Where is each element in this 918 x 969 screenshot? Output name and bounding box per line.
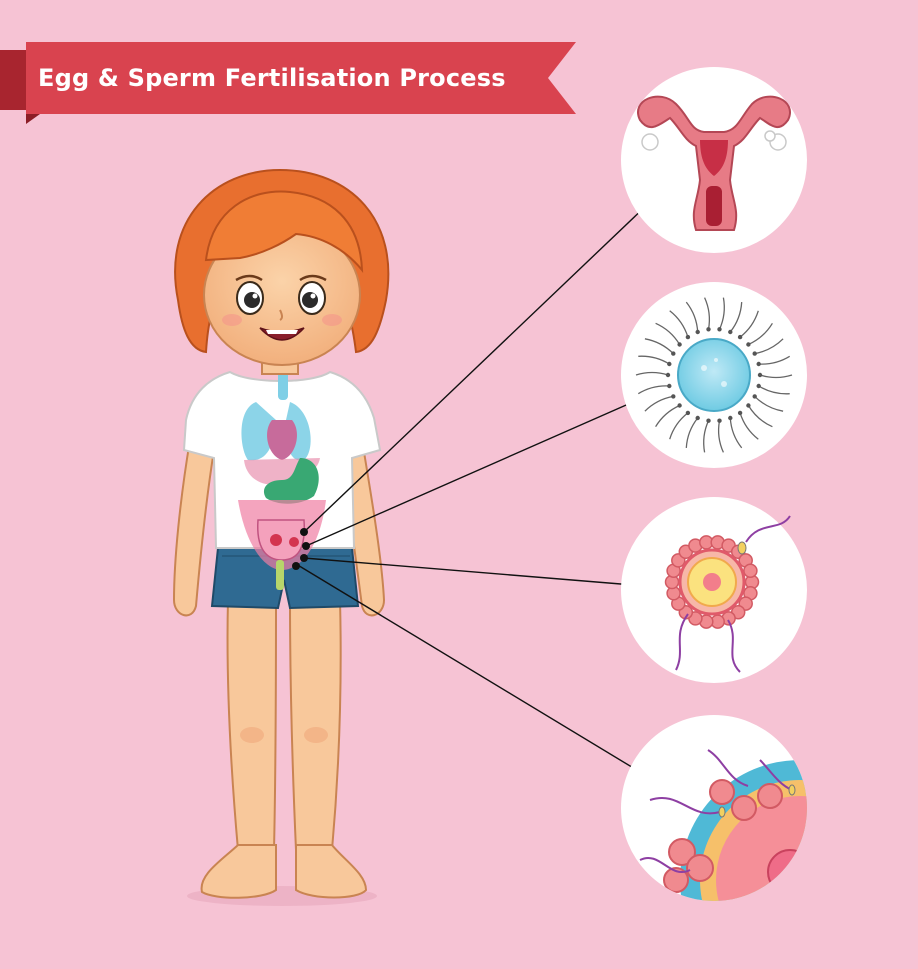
sperm-tail: [635, 371, 669, 376]
sperm-head: [685, 410, 691, 416]
sperm-head: [728, 329, 733, 335]
legs: [200, 599, 368, 899]
sperm-tail: [637, 385, 670, 395]
internal-organs: [238, 360, 326, 590]
sperm-head: [746, 342, 751, 347]
sperm-head: [737, 334, 743, 340]
sperm-tail: [669, 310, 689, 338]
sperm-head: [667, 383, 672, 389]
sperm-tail: [718, 297, 725, 330]
sperm-tail: [669, 412, 689, 440]
leader-line-uterus: [303, 201, 651, 533]
uterus-circle: [621, 67, 807, 253]
egg-cell: [677, 338, 751, 412]
sperm-tail: [655, 322, 681, 345]
sperm-tail: [644, 338, 674, 355]
sperm-head: [695, 329, 700, 335]
sperm-tail: [739, 412, 759, 440]
sperm-tail: [758, 355, 791, 365]
dot-origin-3: [300, 554, 308, 562]
sperm-head: [757, 372, 763, 378]
sperm-head: [706, 418, 711, 423]
sperm-tail: [729, 417, 743, 449]
sperm-head: [717, 327, 722, 332]
egg-sperm-circle: [621, 282, 807, 468]
sperm-tail: [685, 301, 699, 333]
corona-cell: [743, 563, 758, 578]
dot-origin-1: [300, 528, 308, 536]
sperm-tail: [754, 395, 784, 412]
zona-closeup-circle: [621, 715, 807, 901]
banner-ribbon: [26, 42, 576, 114]
sperm-head: [746, 403, 751, 408]
banner-fold: [26, 114, 40, 124]
fertilisation-circle: [621, 497, 807, 683]
sperm-tail: [758, 385, 790, 395]
eyes: [235, 274, 327, 315]
hair-fringe: [204, 190, 364, 273]
sperm-tail: [759, 374, 793, 379]
sperm-head: [665, 372, 671, 378]
sperm-tail: [717, 420, 724, 453]
leader-line-fertilisation: [303, 557, 634, 586]
sperm-head: [677, 403, 682, 408]
sperm-ring: [635, 297, 793, 453]
sperm-tail: [638, 355, 670, 365]
leader-line-egg-sperm: [305, 401, 634, 547]
banner-left-tab: [0, 50, 26, 110]
nucleus: [703, 573, 721, 591]
sperm-head: [667, 361, 672, 367]
sperm-tail: [748, 322, 773, 346]
sperm-tail: [655, 404, 680, 428]
sperm-head: [752, 351, 757, 356]
sperm-tail: [704, 297, 711, 330]
sperm-head: [756, 383, 761, 389]
sperm-tail: [729, 302, 743, 333]
page-title: Egg & Sperm Fertilisation Process: [38, 64, 506, 92]
sperm-head: [756, 361, 761, 367]
dot-origin-4: [292, 562, 300, 570]
girl-illustration: [172, 168, 390, 906]
sperm-tail: [703, 420, 710, 453]
sperm-head: [671, 351, 676, 356]
sperm-tail: [754, 338, 784, 355]
sperm-head: [671, 394, 676, 399]
title-banner: [0, 42, 576, 124]
leader-lines: [295, 201, 651, 773]
dot-origin-2: [302, 542, 310, 550]
uterus-icon: [637, 95, 791, 231]
sperm-head: [728, 415, 733, 421]
sperm-head: [677, 342, 682, 347]
shorts: [210, 547, 360, 610]
sperm-head: [752, 394, 757, 399]
sperm-head: [706, 327, 711, 332]
sperm-head: [685, 334, 691, 340]
sperm-head: [695, 415, 700, 421]
sperm-head: [737, 410, 743, 416]
sperm-tail: [644, 395, 674, 412]
leader-line-zona: [295, 563, 641, 773]
sperm-head: [717, 418, 722, 423]
corona-cells: [664, 535, 760, 629]
sperm-tail: [685, 417, 699, 448]
sperm-tail: [739, 310, 759, 338]
sperm-tail: [747, 405, 773, 428]
